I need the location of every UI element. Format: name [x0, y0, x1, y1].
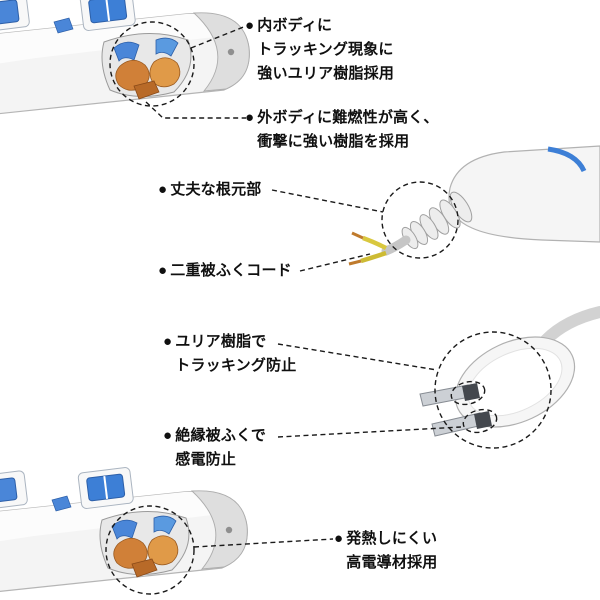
prong-insulation-sleeve [474, 411, 492, 429]
inner-wire [360, 250, 387, 264]
callout-label: 絶縁被ふくで 感電防止 [175, 427, 267, 468]
callout-outer-body: ● 外ボディに難燃性が高く、 衝撃に強い樹脂を採用 [245, 106, 439, 154]
callout-label: ユリア樹脂で トラッキング防止 [175, 333, 297, 374]
focus-circle-plug [434, 331, 552, 449]
leader-line-outer-body [145, 101, 246, 119]
plug-cord [540, 306, 600, 346]
leader-line-sturdy-base [271, 189, 384, 213]
bullet-icon: ● [245, 109, 255, 126]
bullet-icon: ● [158, 181, 168, 198]
callout-high-conductivity: ● 発熱しにくい 高電導材採用 [334, 527, 437, 575]
focus-circle-contacts [105, 505, 195, 595]
plug-illustration [419, 306, 600, 437]
blue-accent [547, 146, 587, 173]
leader-line-double-cord [299, 253, 371, 272]
leader-line-urea-resin [277, 343, 438, 371]
inner-wire [362, 235, 388, 251]
bullet-icon: ● [334, 530, 344, 547]
power-strip-bottom-illustration [0, 465, 249, 593]
copper-strand [348, 259, 362, 266]
callout-sturdy-base: ● 丈夫な根元部 [158, 178, 261, 202]
focus-ellipse-prong-2 [462, 408, 498, 434]
focus-ellipse-prong-1 [450, 380, 486, 406]
callout-label: 外ボディに難燃性が高く、 衝撃に強い樹脂を採用 [257, 109, 439, 150]
callout-insulated-prongs: ● 絶縁被ふくで 感電防止 [163, 424, 266, 472]
callout-label: 発熱しにくい 高電導材採用 [346, 530, 438, 571]
cord-strain-relief-illustration [348, 145, 600, 266]
bullet-icon: ● [158, 262, 168, 279]
focus-circle-cord-base [381, 181, 459, 259]
callout-inner-body: ● 内ボディに トラッキング現象に 強いユリア樹脂採用 [245, 14, 394, 86]
focus-circle-inner-body [109, 21, 195, 107]
prong-insulation-sleeve [462, 383, 480, 401]
cord [381, 235, 411, 256]
bullet-icon: ● [163, 333, 173, 350]
callout-double-insulated-cord: ● 二重被ふくコード [158, 259, 292, 283]
copper-strand [351, 231, 364, 240]
power-strip-top-illustration [0, 0, 251, 115]
leader-line-inner-body [190, 25, 247, 49]
callout-urea-resin: ● ユリア樹脂で トラッキング防止 [163, 330, 296, 378]
callout-label: 二重被ふくコード [170, 262, 292, 279]
bullet-icon: ● [163, 427, 173, 444]
callout-label: 丈夫な根元部 [170, 181, 262, 198]
leader-line-high-conductivity [193, 538, 334, 548]
callout-label: 内ボディに トラッキング現象に 強いユリア樹脂採用 [257, 17, 395, 82]
bullet-icon: ● [245, 17, 255, 34]
